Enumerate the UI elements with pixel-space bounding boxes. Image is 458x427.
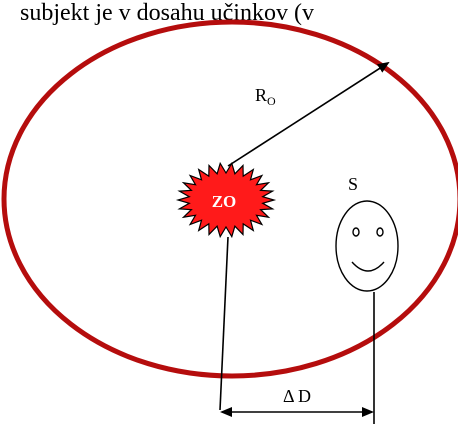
subject-smile xyxy=(351,261,385,272)
subject-face xyxy=(335,200,399,292)
danger-source-label: ZO xyxy=(212,192,237,211)
danger-source-burst xyxy=(175,161,277,239)
subject-right-eye xyxy=(376,227,384,237)
subject-label: S xyxy=(348,174,358,194)
radius-label: RO xyxy=(255,85,276,108)
radius-label-subscript: O xyxy=(267,94,276,108)
radius-arrow xyxy=(227,61,390,167)
distance-label: Δ D xyxy=(283,386,311,406)
subject-left-eye xyxy=(352,227,360,237)
source-reference-line xyxy=(219,236,229,411)
radius-label-main: R xyxy=(255,85,267,105)
impact-zone-boundary xyxy=(1,19,458,379)
